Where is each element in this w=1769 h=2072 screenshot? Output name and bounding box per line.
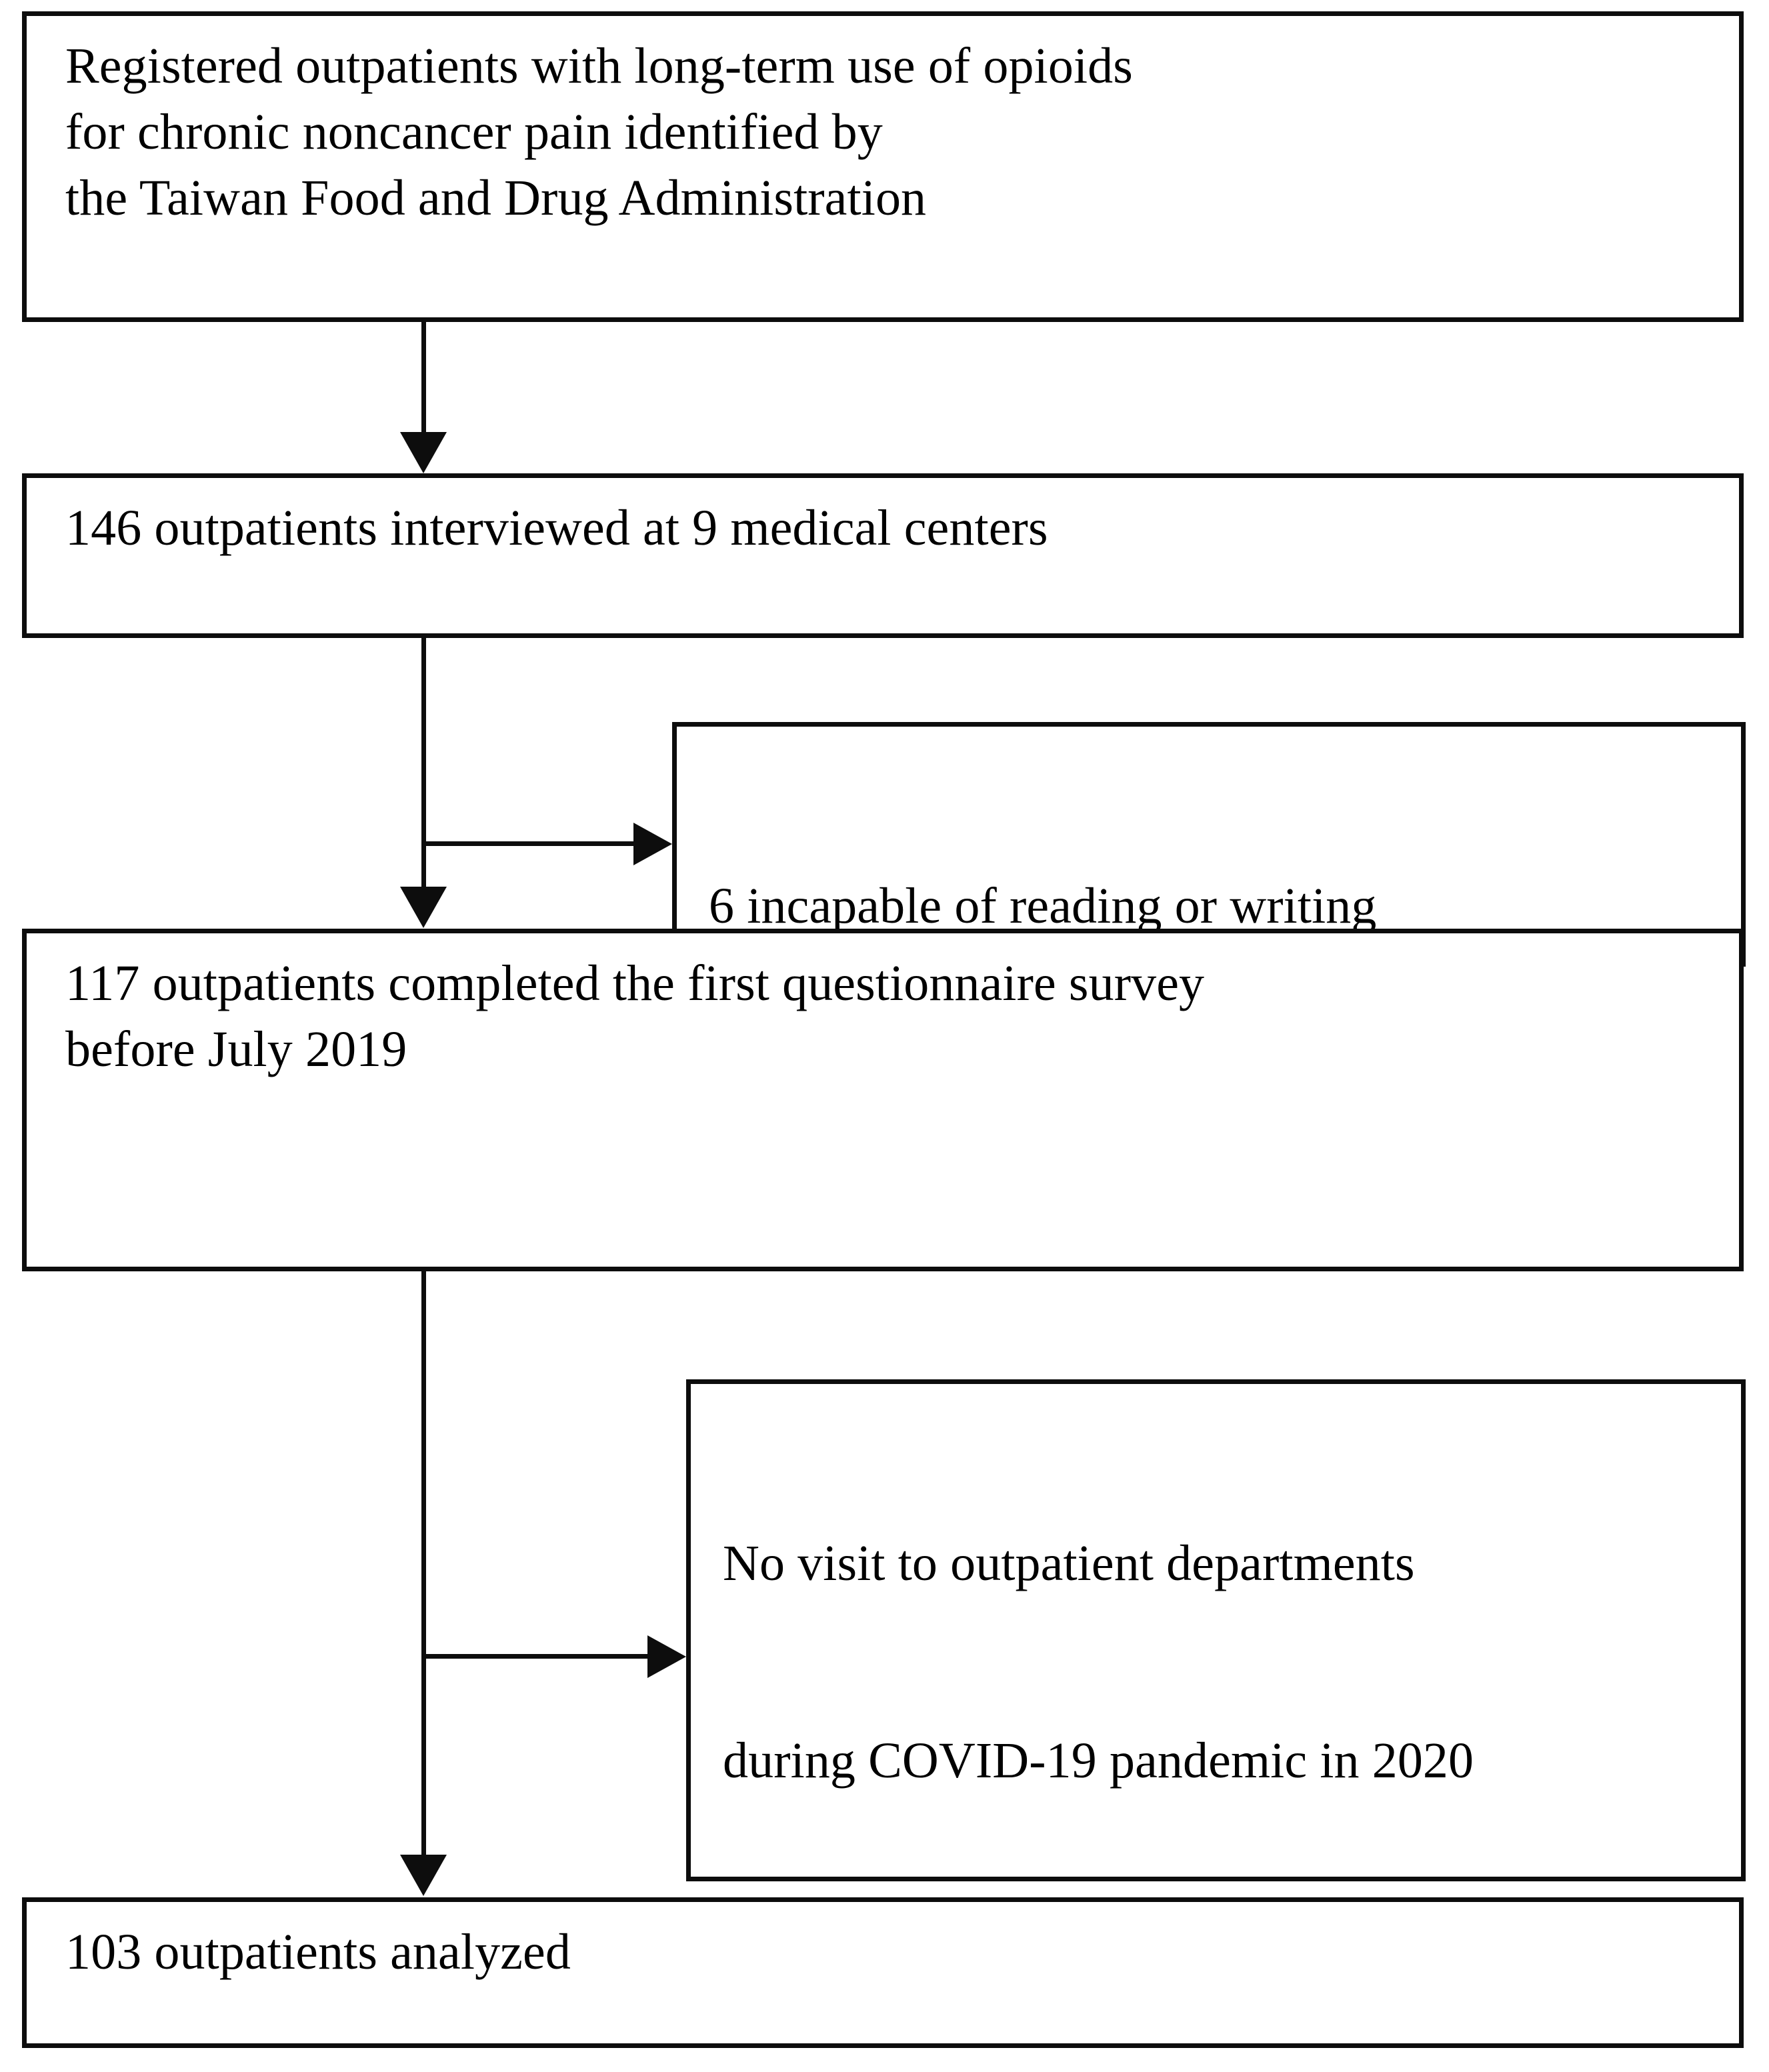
node-source-population-text: Registered outpatients with long-term us… <box>65 38 1133 226</box>
node-exclusion-reasons-2: No visit to outpatient departments durin… <box>686 1379 1746 1986</box>
node-source-population: Registered outpatients with long-term us… <box>22 11 1744 322</box>
arrow-down-2 <box>400 887 447 928</box>
node-completed-first-survey-text: 117 outpatients completed the first ques… <box>65 955 1205 1077</box>
node-exclusion-reasons-2-text: No visit to outpatient departments durin… <box>723 1399 1728 2072</box>
arrow-right-1 <box>633 823 672 865</box>
connector-branch-1 <box>421 841 635 846</box>
node-completed-first-survey: 117 outpatients completed the first ques… <box>22 929 1744 1271</box>
connector-line-1 <box>421 322 426 434</box>
connector-branch-2 <box>421 1654 648 1659</box>
connector-line-2 <box>421 638 426 889</box>
node-interviewed-text: 146 outpatients interviewed at 9 medical… <box>65 500 1048 556</box>
arrow-right-2 <box>647 1635 686 1678</box>
node-analyzed: 103 outpatients analyzed <box>22 1897 1744 2048</box>
exclusion-1-line-1: 6 incapable of reading or writing <box>709 877 1377 934</box>
arrow-down-1 <box>400 432 447 473</box>
node-analyzed-text: 103 outpatients analyzed <box>65 1924 571 1980</box>
node-interviewed: 146 outpatients interviewed at 9 medical… <box>22 473 1744 638</box>
exclusion-2-line-2: during COVID-19 pandemic in 2020 <box>723 1732 1474 1789</box>
arrow-down-3 <box>400 1855 447 1896</box>
connector-line-3 <box>421 1271 426 1857</box>
exclusion-2-line-1: No visit to outpatient departments <box>723 1535 1415 1591</box>
